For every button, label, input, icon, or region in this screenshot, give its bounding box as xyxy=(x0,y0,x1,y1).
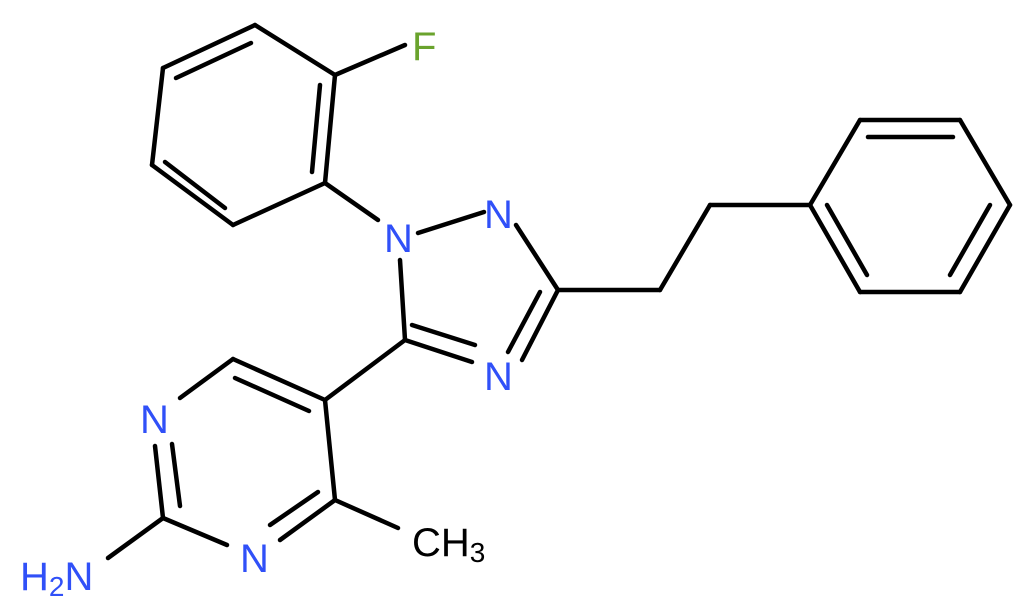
bond-line xyxy=(957,202,1013,295)
atom-fluorine: F xyxy=(412,25,436,69)
bond-line xyxy=(322,72,338,186)
bond-line xyxy=(824,202,870,278)
bond-line xyxy=(173,40,254,81)
bond-line xyxy=(252,22,338,78)
bond-line xyxy=(230,180,328,228)
bond-line xyxy=(397,257,408,343)
bond-line xyxy=(230,356,328,403)
methyl-label: CH3 xyxy=(412,521,485,568)
bond-line xyxy=(519,287,561,363)
bond-line xyxy=(415,209,487,236)
bond-line xyxy=(169,441,183,509)
atom-pyrimidine-n1: N xyxy=(140,398,169,442)
bond-line xyxy=(149,65,166,168)
bonds xyxy=(105,22,1013,561)
atom-n1: N xyxy=(384,217,413,261)
amine-label: H2N xyxy=(20,555,93,602)
bond-line xyxy=(160,22,258,71)
bond-line xyxy=(402,337,475,365)
bond-line xyxy=(267,489,321,528)
bond-line xyxy=(277,497,338,543)
atom-pyrimidine-n3: N xyxy=(240,537,269,581)
bond-line xyxy=(332,42,408,78)
bond-line xyxy=(322,180,381,223)
bond-line xyxy=(149,162,236,228)
bond-line xyxy=(505,289,543,355)
bond-line xyxy=(105,515,166,561)
bond-line xyxy=(513,222,561,293)
bond-line xyxy=(322,337,408,403)
bond-line xyxy=(657,202,713,293)
bond-line xyxy=(409,322,478,348)
atom-n2: N xyxy=(484,193,513,237)
bond-line xyxy=(177,356,236,401)
bond-line xyxy=(947,202,993,278)
bond-line xyxy=(807,202,863,295)
bond-line xyxy=(152,443,166,521)
bond-line xyxy=(232,375,312,414)
bond-line xyxy=(309,82,323,175)
bond-line xyxy=(957,117,1013,208)
bond-line xyxy=(160,515,230,548)
atom-n4: N xyxy=(484,355,513,399)
bond-line xyxy=(162,159,228,211)
bond-line xyxy=(322,397,338,503)
bond-line xyxy=(807,117,863,208)
bond-line xyxy=(332,497,401,531)
